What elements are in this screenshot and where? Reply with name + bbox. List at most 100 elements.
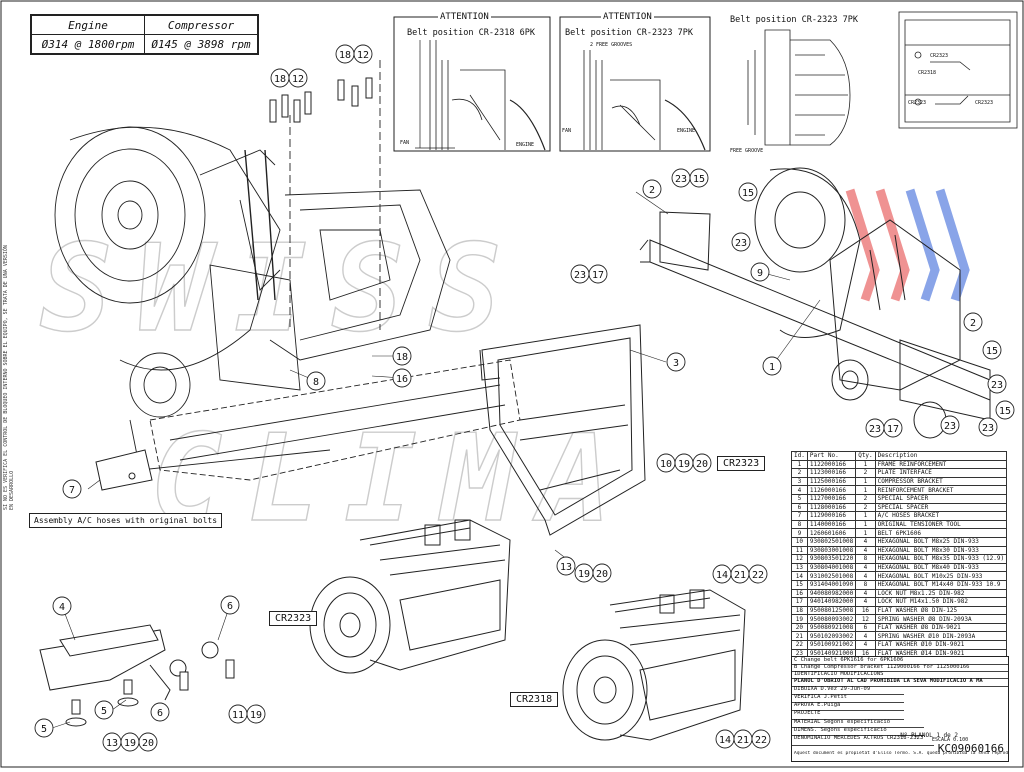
bom-cell-id: 20 (791, 622, 808, 633)
balloon: 2 (642, 179, 662, 199)
bom-cell-id: 13 (791, 562, 808, 573)
balloon-label: 5 (101, 706, 107, 717)
balloon: 21 (730, 564, 750, 584)
bom-cell-desc: ORIGINAL TENSIONER TOOL (874, 519, 1008, 530)
bom-cell-qty: 1 (855, 459, 876, 470)
balloon: 5 (94, 700, 114, 720)
balloon-label: 23 (574, 270, 586, 281)
bom-cell-id: 19 (791, 614, 808, 624)
bom-cell-desc: HEXAGONAL BOLT M8x30 DIN-933 (874, 545, 1008, 556)
bom-cell-desc: SPRING WASHER Ø10 DIN-2093A (874, 631, 1008, 642)
aprova-row: APROVA E.Puigà (792, 702, 904, 711)
watermark-line-1: SWISS (40, 220, 526, 359)
balloon: 8 (306, 371, 326, 391)
bom-cell-part: 940140982000 (806, 597, 857, 607)
bom-cell-qty: 2 (855, 502, 876, 513)
bom-cell-part: 1129000166 (806, 511, 857, 521)
bom-header-desc: Description (874, 451, 1008, 461)
revision-c: C Change belt 6PK1616 for 6PK1606 (792, 657, 1008, 665)
compressor-cr2318 (562, 589, 746, 741)
bom-cell-desc: HEXAGONAL BOLT M8x40 DIN-933 (874, 562, 1008, 573)
assembly-note: Assembly A/C hoses with original bolts (29, 513, 223, 528)
title-block: C Change belt 6PK1616 for 6PK1606 B Chan… (791, 656, 1009, 762)
watermark-line-2: CLIMA (150, 410, 636, 549)
spec-value-engine: Ø314 @ 1800rpm (31, 34, 145, 54)
bom-cell-qty: 8 (855, 554, 876, 564)
bom-cell-part: 930802501008 (806, 536, 857, 547)
balloon: 13 (556, 556, 576, 576)
revision-header: IDENTIFICACIÓ MODIFICACIONS (792, 671, 1008, 679)
bom-cell-qty: 1 (855, 485, 876, 495)
balloon: 4 (52, 596, 72, 616)
balloon-label: 21 (737, 735, 749, 746)
balloon-label: 17 (887, 424, 899, 435)
detail-2-label-engine: ENGINE (677, 128, 696, 134)
mini-view-label: CR2323 (975, 100, 994, 106)
balloon-label: 2 (970, 318, 976, 329)
bom-cell-id: 18 (791, 605, 808, 616)
bom-cell-qty: 1 (855, 476, 876, 487)
balloon-label: 10 (660, 459, 672, 470)
balloon: 22 (751, 729, 771, 749)
bom-cell-part: 1128000166 (806, 502, 857, 513)
bom-cell-part: 950100921002 (806, 640, 857, 650)
balloon-label: 23 (944, 421, 956, 432)
bom-cell-qty: 6 (855, 622, 876, 633)
bom-cell-id: 1 (791, 459, 808, 470)
bom-cell-desc: REINFORCEMENT BRACKET (874, 485, 1008, 495)
bom-cell-id: 6 (791, 502, 808, 513)
balloon: 23 (987, 374, 1007, 394)
bom-cell-part: 1127000166 (806, 493, 857, 504)
bom-cell-desc: HEXAGONAL BOLT M14x40 DIN-933 10.9 (874, 579, 1008, 590)
bom-header-qty: Qty. (855, 451, 876, 461)
bom-cell-qty: 16 (855, 605, 876, 616)
balloon-label: 4 (59, 602, 65, 613)
bom-header-part: Part No. (806, 451, 857, 461)
balloon-label: 23 (982, 423, 994, 434)
bom-cell-part: 930803501220 (806, 554, 857, 564)
bom-cell-qty: 4 (855, 545, 876, 556)
frame-reinforcement (639, 167, 991, 439)
detail-1-attention: ATTENTION (438, 12, 491, 22)
balloon: 22 (748, 564, 768, 584)
balloon: 20 (592, 563, 612, 583)
projecte-row: PROJECTE (792, 710, 904, 720)
bom-cell-id: 3 (791, 476, 808, 487)
balloon: 12 (353, 44, 373, 64)
bom-cell-qty: 12 (855, 614, 876, 624)
bom-cell-id: 11 (791, 545, 808, 556)
bom-cell-part: 1260601606 (806, 528, 857, 538)
verifica-row: VERIFICA J.Petit (792, 694, 904, 703)
bom-cell-desc: FLAT WASHER Ø8 DIN-9021 (874, 622, 1008, 633)
bom-cell-part: 1125000166 (806, 476, 857, 487)
balloon: 15 (982, 340, 1002, 360)
balloon: 23 (978, 417, 998, 437)
bom-cell-qty: 1 (855, 528, 876, 538)
detail-3-title: Belt position CR-2323 7PK (730, 15, 858, 25)
bom-cell-part: 931002501008 (806, 571, 857, 581)
bom-cell-part: 1122000166 (806, 459, 857, 470)
bom-cell-qty: 1 (855, 511, 876, 521)
bom-cell-qty: 4 (855, 536, 876, 547)
bom-cell-part: 1140000166 (806, 519, 857, 530)
copyright-header: PLANOL D'OBRIOT AL CAD PROHIBIDA LA SEVA… (792, 678, 1008, 687)
bom-cell-id: 15 (791, 579, 808, 590)
spec-table: Engine Compressor Ø314 @ 1800rpm Ø145 @ … (30, 14, 259, 55)
bom-cell-part: 950080125008 (806, 605, 857, 616)
balloon: 23 (671, 168, 691, 188)
bom-cell-id: 10 (791, 536, 808, 547)
balloon-label: 1 (769, 362, 775, 373)
bom-cell-desc: PLATE INTERFACE (874, 468, 1008, 478)
